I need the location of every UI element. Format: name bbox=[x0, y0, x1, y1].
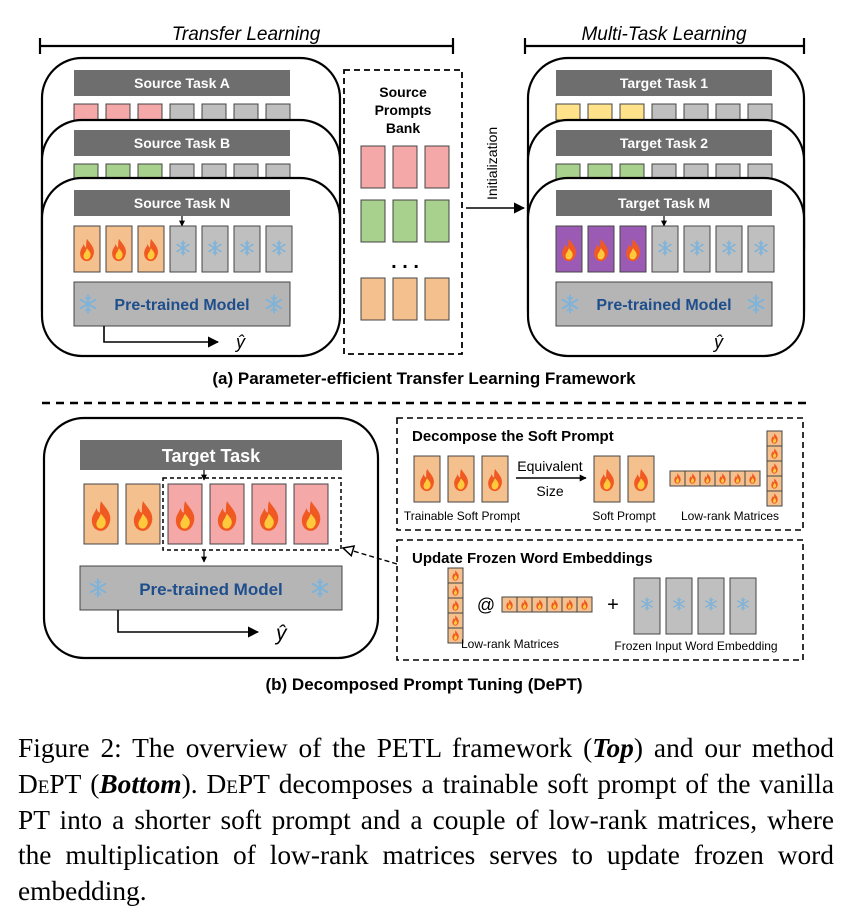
source-task-a-label: Source Task A bbox=[134, 75, 230, 91]
target-output-y-hat: ŷ bbox=[712, 332, 724, 352]
update-title: Update Frozen Word Embeddings bbox=[412, 550, 653, 567]
output-y-hat: ŷ bbox=[234, 332, 246, 352]
target-task-m-bar bbox=[556, 190, 772, 216]
equivalent-label: Equivalent bbox=[517, 458, 582, 474]
frozen-embedding-tokens bbox=[633, 577, 757, 635]
source-task-a-bar bbox=[74, 70, 290, 96]
caption-bottom: Bottom bbox=[99, 768, 182, 799]
caption-a: (a) Parameter-efficient Transfer Learnin… bbox=[212, 369, 636, 388]
low-rank-matrices-label: Low-rank Matrices bbox=[681, 509, 779, 523]
target-task-2-tokens bbox=[555, 163, 773, 181]
source-task-b-bar bbox=[74, 130, 290, 156]
caption-text-4: ). bbox=[181, 768, 207, 799]
decompose-panel: Decompose the Soft Prompt Equivalent Siz… bbox=[396, 417, 804, 531]
target-pretrained-model-label: Pre-trained Model bbox=[596, 297, 731, 314]
dept-output-y-hat: ŷ bbox=[274, 622, 288, 645]
caption-text-2: ) and our method bbox=[633, 733, 834, 764]
low-rank-row-matrix bbox=[669, 470, 761, 487]
soft-prompt-label: Soft Prompt bbox=[592, 509, 656, 523]
caption-b: (b) Decomposed Prompt Tuning (DePT) bbox=[265, 675, 582, 694]
multitask-learning-bracket bbox=[523, 38, 806, 54]
multitask-learning-label: Multi-Task Learning bbox=[581, 24, 747, 45]
transfer-learning-label: Transfer Learning bbox=[172, 24, 321, 45]
size-label: Size bbox=[536, 483, 563, 499]
caption-text-1: The overview of the PETL framework ( bbox=[121, 733, 593, 764]
initialization-label: Initialization bbox=[484, 127, 500, 200]
dept-tokens bbox=[83, 483, 329, 545]
frozen-embedding-label: Frozen Input Word Embedding bbox=[614, 639, 777, 653]
update-pointer-arrow bbox=[343, 548, 398, 565]
dept-pretrained-model-box bbox=[79, 565, 343, 611]
caption-text-3: ( bbox=[81, 768, 100, 799]
decompose-title: Decompose the Soft Prompt bbox=[412, 428, 614, 445]
caption-text-5: decomposes a trainable soft prompt of th… bbox=[18, 768, 834, 906]
embedding-highlight-box bbox=[162, 477, 342, 551]
source-card-n: Source Task N Pre-trained Model ŷ bbox=[40, 176, 342, 358]
caption-method-2: DePT bbox=[206, 768, 270, 799]
low-rank-row-matrix-2 bbox=[501, 596, 593, 613]
target-task-bar bbox=[80, 440, 342, 470]
low-rank-column-matrix bbox=[766, 430, 783, 507]
update-panel: Update Frozen Word Embeddings @ bbox=[396, 539, 804, 661]
target-task-m-label: Target Task M bbox=[618, 195, 710, 211]
low-rank-matrices-label-2: Low-rank Matrices bbox=[461, 637, 559, 651]
pretrained-model-box bbox=[73, 281, 291, 327]
target-task-1-label: Target Task 1 bbox=[620, 75, 708, 91]
transfer-learning-bracket bbox=[38, 38, 455, 54]
figure-label: Figure 2: bbox=[18, 733, 122, 764]
target-card-m: Target Task M Pre-trained Model ŷ bbox=[526, 176, 806, 358]
caption-top: Top bbox=[592, 733, 634, 764]
dept-pretrained-model-label: Pre-trained Model bbox=[139, 580, 283, 599]
low-rank-column-matrix-2 bbox=[447, 567, 464, 644]
dept-card: Target Task Pre-trained Model ŷ bbox=[42, 416, 380, 660]
matmul-symbol: @ bbox=[477, 595, 495, 615]
target-pretrained-model-box bbox=[555, 281, 773, 327]
bank-ellipsis: . . . bbox=[391, 251, 419, 273]
plus-symbol: + bbox=[607, 594, 619, 616]
target-task-2-label: Target Task 2 bbox=[620, 135, 708, 151]
figure-diagram: Transfer Learning Multi-Task Learning So… bbox=[38, 24, 806, 694]
target-task-m-tokens bbox=[555, 225, 775, 273]
target-task-label: Target Task bbox=[162, 446, 261, 466]
pretrained-model-label: Pre-trained Model bbox=[114, 297, 249, 314]
bank-title-line-2: Prompts bbox=[375, 102, 432, 118]
caption-method-1: DePT bbox=[18, 768, 82, 799]
bank-title-line-1: Source bbox=[379, 84, 427, 100]
target-task-2-bar bbox=[556, 130, 772, 156]
source-prompts-bank: Source Prompts Bank . . . bbox=[343, 69, 463, 355]
bank-title-line-3: Bank bbox=[386, 120, 420, 136]
figure-caption: Figure 2: The overview of the PETL frame… bbox=[18, 731, 834, 909]
source-task-n-tokens bbox=[73, 225, 293, 273]
target-task-1-bar bbox=[556, 70, 772, 96]
source-task-a-tokens bbox=[73, 103, 291, 121]
source-task-n-bar bbox=[74, 190, 290, 216]
target-task-1-tokens bbox=[555, 103, 773, 121]
source-task-n-label: Source Task N bbox=[134, 195, 230, 211]
trainable-soft-prompt-label: Trainable Soft Prompt bbox=[404, 509, 521, 523]
source-task-b-label: Source Task B bbox=[134, 135, 230, 151]
